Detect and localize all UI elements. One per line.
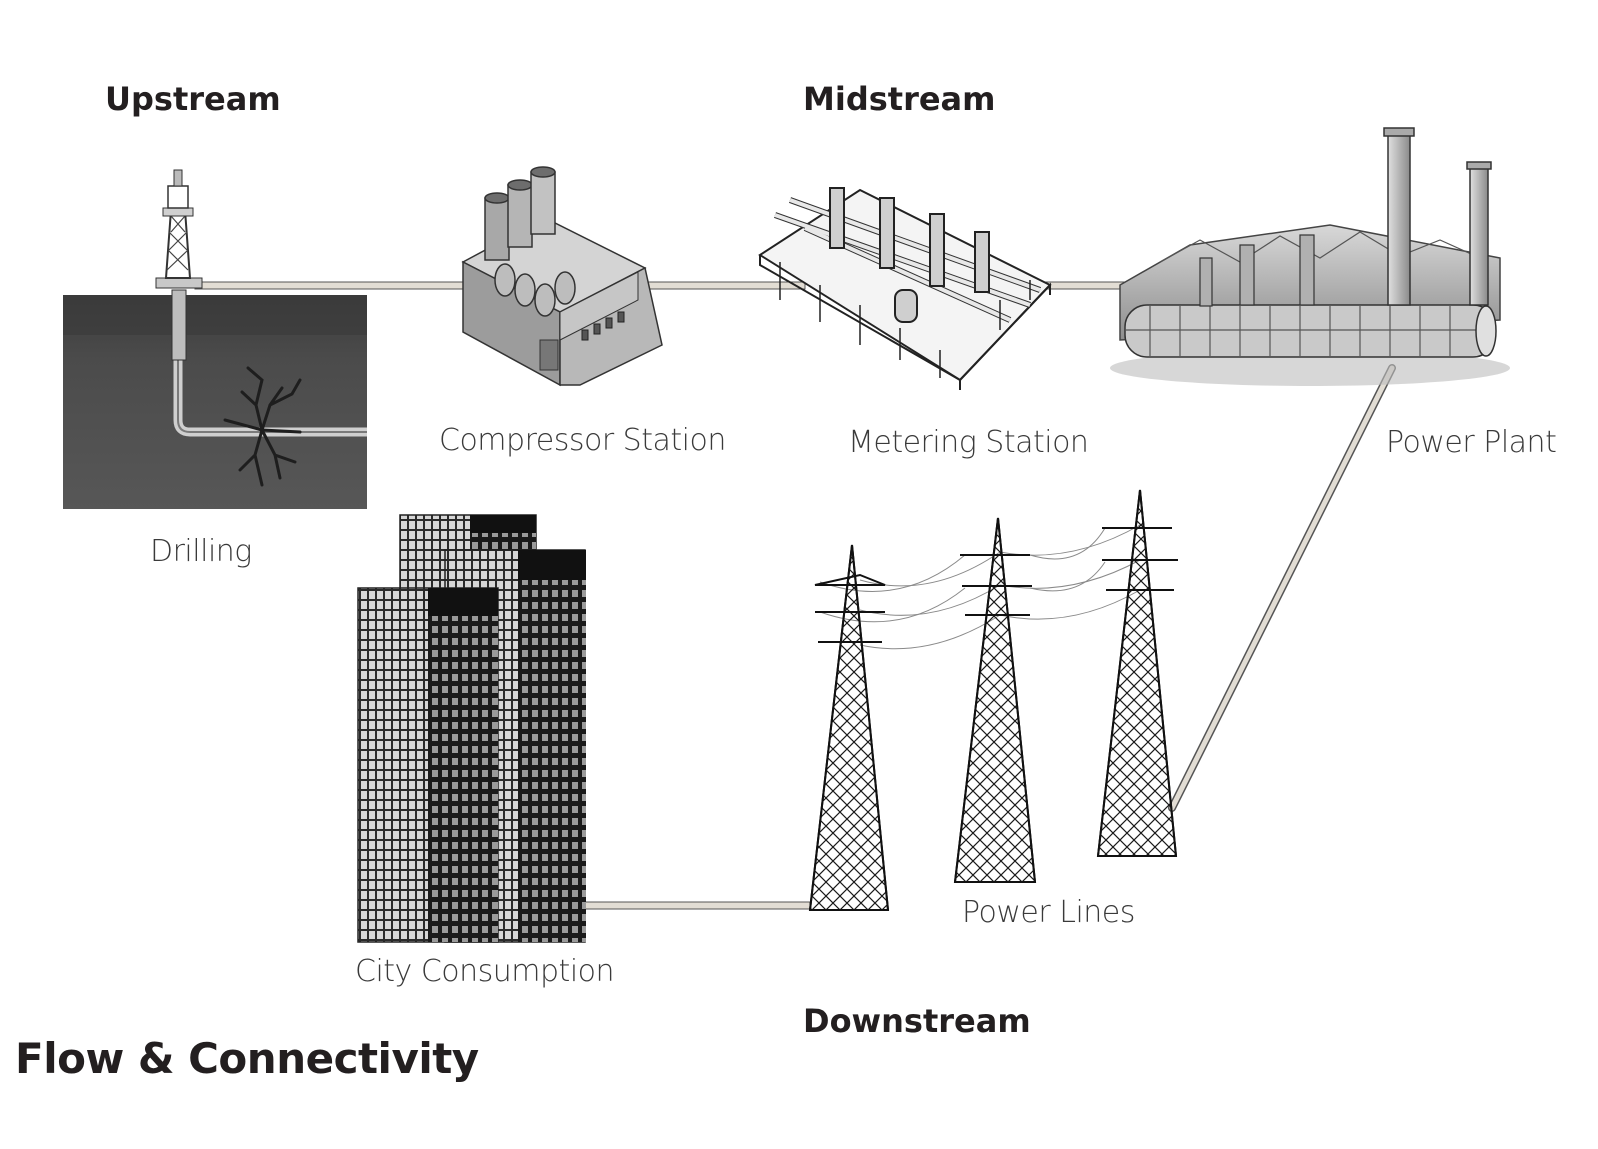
power-lines-illustration <box>808 489 1178 911</box>
city-skyscraper-illustration <box>357 514 586 943</box>
node-label-city-consumption: City Consumption <box>355 954 615 989</box>
node-label-power-plant: Power Plant <box>1386 425 1557 460</box>
node-label-power-lines: Power Lines <box>962 895 1135 930</box>
metering-station-illustration <box>758 187 1052 390</box>
fracture-icon <box>223 366 302 487</box>
node-label-metering-station: Metering Station <box>848 425 1089 460</box>
drilling-illustration <box>63 169 367 509</box>
transmission-tower-icon <box>808 544 890 911</box>
compressor-station-illustration <box>461 166 663 387</box>
pipeline-drilling-to-compressor <box>194 281 466 290</box>
node-label-compressor-station: Compressor Station <box>439 423 726 458</box>
stage-label-downstream: Downstream <box>803 1002 1031 1040</box>
drilling-rig-icon <box>155 169 203 289</box>
transmission-tower-icon <box>1096 489 1178 857</box>
smokestack-icon <box>1383 127 1492 306</box>
power-plant-illustration <box>1110 127 1510 386</box>
pipeline-power-lines-to-city <box>584 901 811 910</box>
transmission-tower-icon <box>953 517 1037 883</box>
smokestack-icon <box>484 166 556 261</box>
node-label-drilling: Drilling <box>150 534 252 569</box>
diagram-title: Flow & Connectivity <box>15 1034 479 1083</box>
pipeline-power-plant-to-power-lines <box>1168 364 1396 812</box>
stage-label-upstream: Upstream <box>105 80 281 118</box>
stage-label-midstream: Midstream <box>803 80 996 118</box>
